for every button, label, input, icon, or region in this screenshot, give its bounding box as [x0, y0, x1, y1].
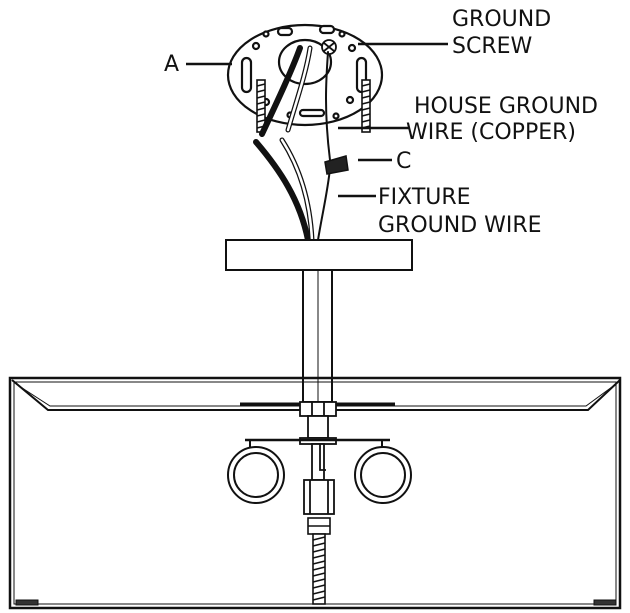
label-a: A [164, 52, 179, 77]
label-c: C [396, 149, 411, 174]
label-fixture-ground-2: GROUND WIRE [378, 213, 542, 238]
label-fixture-ground-1: FIXTURE [378, 185, 471, 210]
socket-cups [227, 440, 412, 504]
ground-screw [321, 39, 337, 55]
label-house-ground-2: WIRE (COPPER) [406, 120, 576, 145]
label-house-ground-1: HOUSE GROUND [414, 94, 598, 119]
leader-lines [186, 42, 448, 198]
fixture-wires [253, 137, 331, 243]
house-wires [259, 45, 331, 161]
wire-connector [324, 155, 349, 175]
threaded-rod [307, 517, 331, 605]
canopy [225, 239, 413, 271]
label-ground-screw-1: GROUND [452, 7, 551, 32]
center-hardware [245, 401, 390, 515]
label-ground-screw-2: SCREW [452, 34, 533, 59]
